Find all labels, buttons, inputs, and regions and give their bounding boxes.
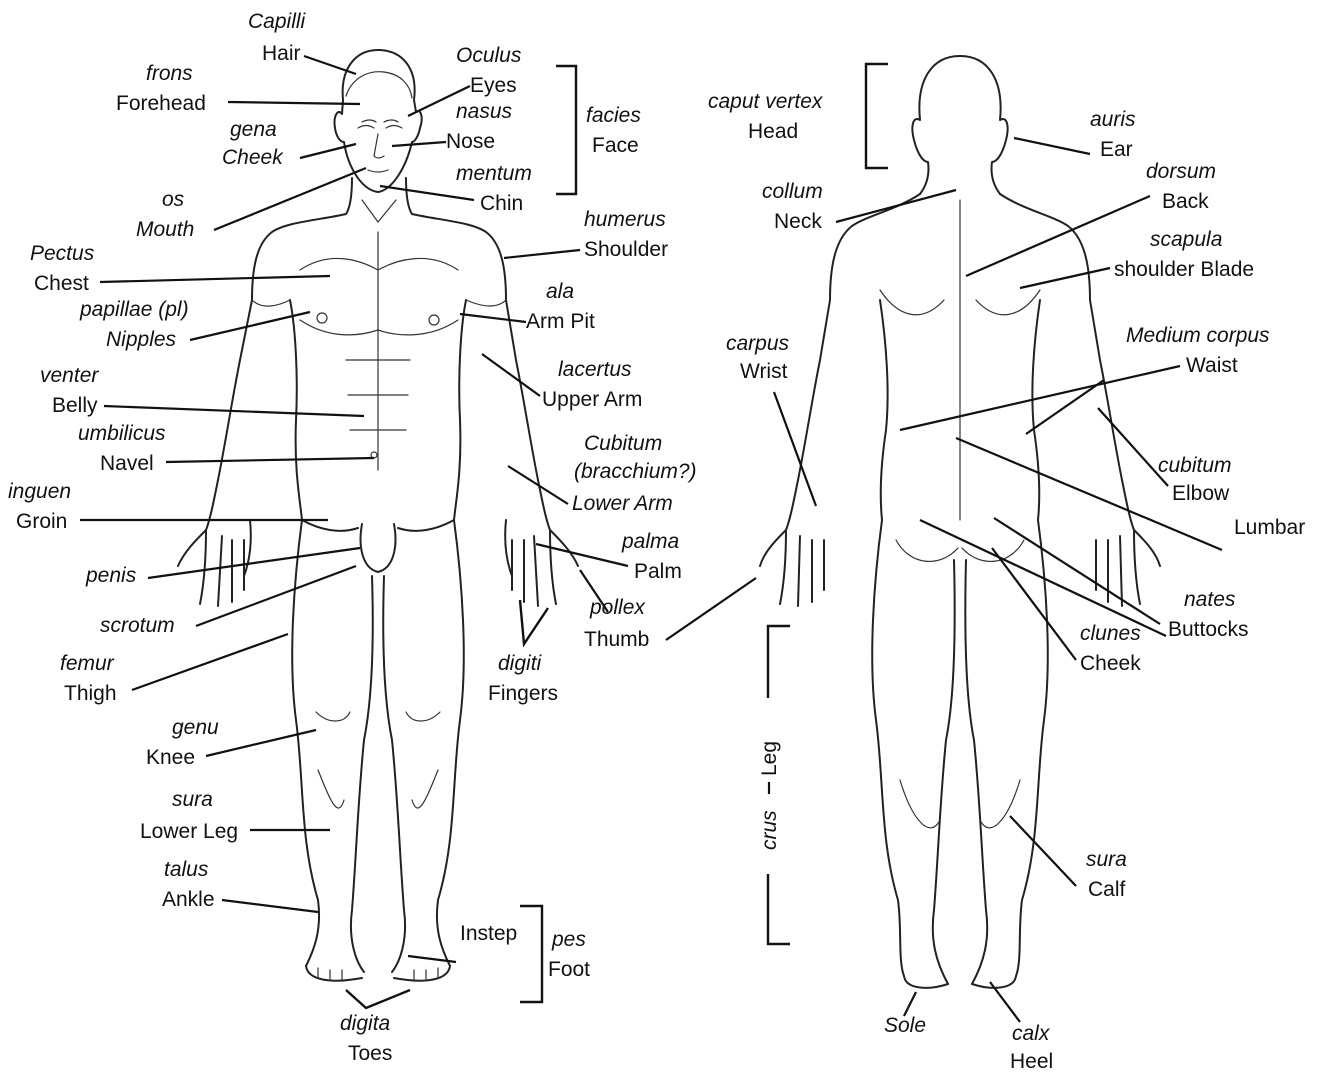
label-foot: Foot (548, 958, 590, 981)
label-palma: palma (621, 530, 679, 553)
label-lacertus: lacertus (558, 358, 632, 381)
label-auris: auris (1090, 108, 1136, 131)
label-mouth: Mouth (136, 218, 194, 241)
label-leg: Leg (758, 741, 781, 776)
label-talus: talus (164, 858, 209, 881)
label-calx: calx (1012, 1022, 1051, 1045)
label-femur: femur (60, 652, 115, 675)
head-bracket (866, 64, 888, 168)
label-head: Head (748, 120, 798, 143)
label-arm-pit: Arm Pit (526, 310, 595, 333)
label-back: Back (1162, 190, 1209, 213)
label-wrist: Wrist (740, 360, 788, 383)
label-lower-arm: Lower Arm (572, 492, 673, 515)
label-humerus: humerus (584, 208, 666, 231)
label-heel: Heel (1010, 1050, 1053, 1072)
label-shoulder-blade: shoulder Blade (1114, 258, 1254, 281)
label-lumbar: Lumbar (1234, 516, 1305, 539)
label-waist: Waist (1186, 354, 1238, 377)
label-crus: crus (758, 810, 781, 850)
label-sura-back: sura (1086, 848, 1127, 871)
label-oculus: Oculus (456, 44, 522, 67)
label-nipples: Nipples (106, 328, 177, 351)
label-nasus: nasus (456, 100, 513, 123)
label-ala: ala (546, 280, 574, 303)
label-papillae: papillae (pl) (79, 298, 189, 321)
label-capilli: Capilli (248, 10, 307, 33)
label-venter: venter (40, 364, 99, 387)
label-palm: Palm (634, 560, 682, 583)
label-upper-arm: Upper Arm (542, 388, 642, 411)
label-genu: genu (172, 716, 219, 739)
label-pectus: Pectus (30, 242, 95, 265)
foot-bracket (520, 906, 542, 1002)
label-inguen: inguen (8, 480, 71, 503)
label-clunes: clunes (1080, 622, 1141, 645)
label-face: Face (592, 134, 639, 157)
label-scapula: scapula (1150, 228, 1222, 251)
toes-bracket (346, 990, 410, 1008)
label-sole: Sole (884, 1014, 926, 1037)
label-thigh: Thigh (64, 682, 117, 705)
label-fingers: Fingers (488, 682, 558, 705)
label-bracchium: (bracchium?) (574, 460, 697, 483)
label-eyes: Eyes (470, 74, 517, 97)
label-frons: frons (146, 62, 193, 85)
label-collum: collum (762, 180, 823, 203)
label-ear: Ear (1100, 138, 1133, 161)
label-pollex: pollex (589, 596, 646, 619)
label-ankle: Ankle (162, 888, 215, 911)
label-belly: Belly (52, 394, 98, 417)
label-hair: Hair (262, 42, 301, 65)
label-cheek-back: Cheek (1080, 652, 1141, 675)
label-instep: Instep (460, 922, 517, 945)
label-dorsum: dorsum (1146, 160, 1216, 183)
fingers-bracket (520, 600, 548, 644)
label-cheek-front: Cheek (222, 146, 284, 169)
label-elbow: Elbow (1172, 482, 1230, 505)
label-mentum: mentum (456, 162, 532, 185)
label-cubitum-back: cubitum (1158, 454, 1232, 477)
label-sura-front: sura (172, 788, 213, 811)
label-chin: Chin (480, 192, 523, 215)
label-lower-leg: Lower Leg (140, 820, 238, 843)
label-scrotum: scrotum (100, 614, 175, 637)
leg-bracket (768, 626, 790, 944)
label-toes: Toes (348, 1042, 392, 1065)
label-medium-corpus: Medium corpus (1126, 324, 1270, 347)
label-digita: digita (340, 1012, 390, 1035)
label-calf: Calf (1088, 878, 1126, 901)
label-shoulder: Shoulder (584, 238, 668, 261)
label-cubitum-front: Cubitum (584, 432, 662, 455)
label-forehead: Forehead (116, 92, 206, 115)
label-gena: gena (230, 118, 277, 141)
label-neck: Neck (774, 210, 822, 233)
label-pes: pes (551, 928, 586, 951)
label-facies: facies (586, 104, 641, 127)
brackets (346, 64, 888, 1008)
labels: Capilli Hair frons Forehead Oculus Eyes … (8, 10, 1305, 1072)
label-carpus: carpus (726, 332, 790, 355)
face-bracket (556, 66, 576, 194)
label-groin: Groin (16, 510, 67, 533)
label-umbilicus: umbilicus (78, 422, 166, 445)
label-knee: Knee (146, 746, 195, 769)
label-navel: Navel (100, 452, 154, 475)
label-os: os (162, 188, 185, 211)
label-caput-vertex: caput vertex (708, 90, 824, 113)
label-thumb: Thumb (584, 628, 649, 651)
label-nates: nates (1184, 588, 1236, 611)
label-digiti: digiti (498, 652, 543, 675)
label-buttocks: Buttocks (1168, 618, 1249, 641)
label-nose: Nose (446, 130, 495, 153)
label-chest: Chest (34, 272, 89, 295)
label-penis: penis (85, 564, 137, 587)
